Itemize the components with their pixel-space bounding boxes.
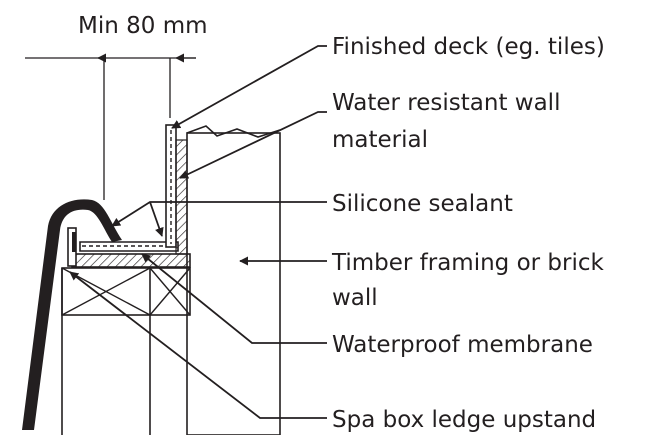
leader-silicone-a — [111, 201, 327, 227]
leader-silicone-b — [149, 201, 164, 237]
leaders — [69, 45, 327, 419]
frame-brace-d — [149, 267, 191, 316]
ledge-timber — [71, 253, 191, 268]
label-timber-line1: Timber framing or brick — [331, 250, 605, 276]
leader-membrane — [141, 253, 327, 344]
dimension-label: Min 80 mm — [78, 13, 208, 39]
label-wall-material-line2: material — [332, 127, 428, 153]
leader-finished-deck — [171, 45, 327, 129]
label-silicone: Silicone sealant — [332, 191, 513, 217]
label-membrane: Waterproof membrane — [332, 332, 593, 358]
wall-break-line — [186, 125, 281, 138]
timber-framing — [61, 125, 281, 435]
spa-shell-lip — [22, 199, 122, 430]
tile-bed — [79, 241, 179, 252]
upstand-detail — [72, 232, 76, 252]
wall-body — [186, 132, 281, 435]
labels: Finished deck (eg. tiles) Water resistan… — [331, 34, 605, 433]
water-resistant-board — [175, 139, 188, 255]
label-wall-material-line1: Water resistant wall — [332, 90, 560, 116]
spa-shell — [22, 199, 122, 430]
label-finished-deck: Finished deck (eg. tiles) — [332, 34, 605, 60]
ledge-assembly — [67, 124, 191, 268]
leader-wall-material — [179, 111, 327, 179]
label-timber-line2: wall — [332, 285, 378, 311]
frame-brace-b — [61, 267, 151, 316]
leader-ledge-upstand — [69, 271, 327, 419]
label-ledge-upstand: Spa box ledge upstand — [332, 407, 596, 433]
dimension-annotation: Min 80 mm — [25, 13, 208, 200]
